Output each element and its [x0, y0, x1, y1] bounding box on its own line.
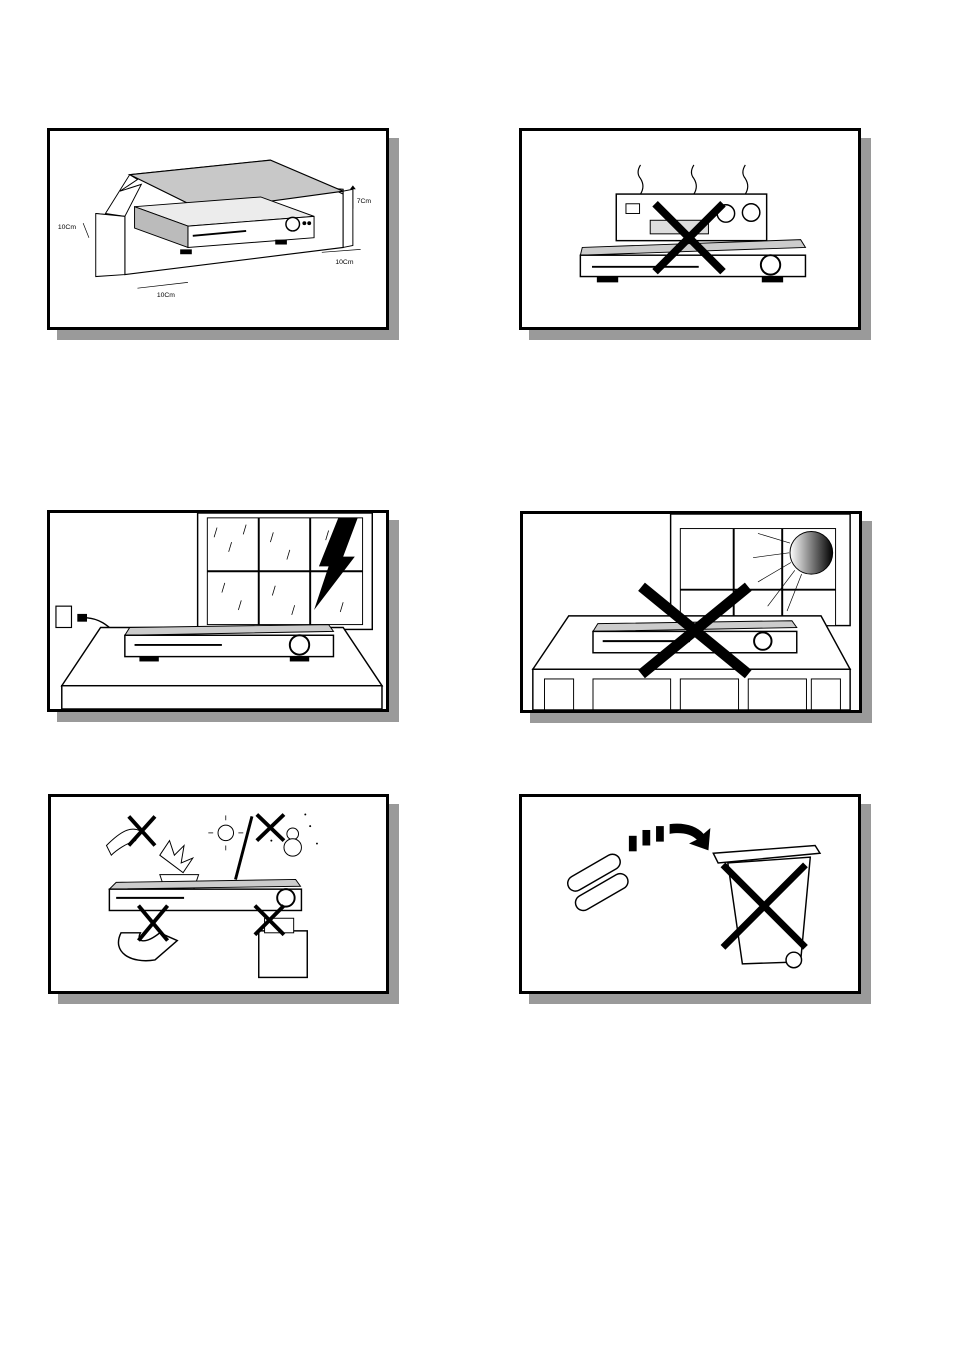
ventilation-illustration: 7Cm 10Cm 10Cm 10Cm — [50, 131, 386, 327]
unplug-storm-illustration — [50, 513, 386, 709]
no-hazards-illustration — [51, 797, 386, 991]
clearance-left-label: 10Cm — [58, 224, 76, 231]
cross-mark-icon — [129, 814, 284, 940]
sun-icon — [790, 531, 833, 574]
clearance-right-label: 10Cm — [335, 259, 353, 266]
battery-disposal-illustration — [522, 797, 858, 991]
clearance-top-label: 7Cm — [357, 198, 372, 205]
arrow-icon — [629, 824, 710, 852]
panel-no-hazards — [48, 794, 389, 994]
no-sunlight-illustration — [523, 514, 859, 710]
panel-no-sunlight — [520, 511, 862, 713]
battery-icon — [565, 851, 631, 913]
panel-unplug-storm — [47, 510, 389, 712]
heat-wave-icon — [638, 165, 748, 194]
panel-battery-disposal — [519, 794, 861, 994]
clearance-bottom-label: 10Cm — [157, 292, 175, 299]
no-stacking-illustration — [522, 131, 858, 327]
power-plug-icon — [56, 606, 72, 627]
panel-no-stacking — [519, 128, 861, 330]
panel-ventilation: 7Cm 10Cm 10Cm 10Cm — [47, 128, 389, 330]
